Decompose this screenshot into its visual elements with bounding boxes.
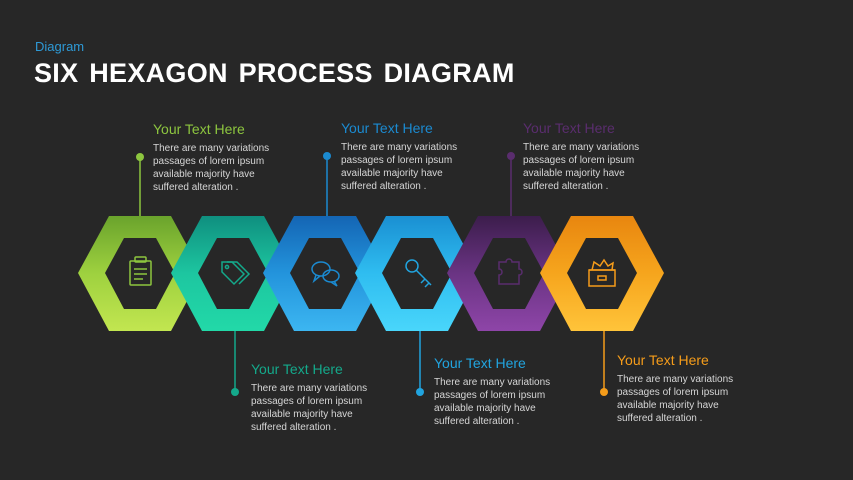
puzzle-icon [498,258,523,285]
callout-body: There are many variations passages of lo… [341,142,458,192]
connector-dot [600,388,608,396]
callout-step-3: Your Text Here There are many variations… [341,120,511,193]
callout-heading: Your Text Here [341,120,433,136]
callout-heading: Your Text Here [251,361,343,377]
callout-heading: Your Text Here [523,120,615,136]
callout-step-2: Your Text Here There are many variations… [251,361,421,434]
page-title: SIX HEXAGON PROCESS DIAGRAM [34,58,515,88]
hexagon-step-2 [171,216,295,331]
callout-heading: Your Text Here [434,355,526,371]
callout-heading: Your Text Here [617,352,709,368]
key-icon [405,259,432,288]
section-kicker: Diagram [35,39,85,54]
callout-step-5: Your Text Here There are many variations… [523,120,693,193]
callout-body: There are many variations passages of lo… [617,374,734,424]
hexagon-step-5 [447,216,571,331]
hexagon-step-4 [355,216,479,331]
callout-body: There are many variations passages of lo… [434,377,551,427]
tags-icon [221,261,251,286]
connector-dot [136,153,144,161]
connectors [136,152,608,396]
connector-dot [507,152,515,160]
clipboard-icon [129,256,152,286]
callout-body: There are many variations passages of lo… [251,383,368,433]
connector-dot [231,388,239,396]
callout-step-1: Your Text Here There are many variations… [153,121,323,194]
callout-body: There are many variations passages of lo… [523,142,640,192]
chat-bubbles-icon [311,261,340,287]
callout-body: There are many variations passages of lo… [153,143,270,193]
callout-step-6: Your Text Here There are many variations… [617,352,787,425]
connector-dot [323,152,331,160]
connector-dot [416,388,424,396]
callout-step-4: Your Text Here There are many variations… [434,355,604,428]
callout-heading: Your Text Here [153,121,245,137]
hexagon-step-3 [263,216,387,331]
hexagon-step-6 [540,216,664,331]
box-icon [588,258,616,287]
